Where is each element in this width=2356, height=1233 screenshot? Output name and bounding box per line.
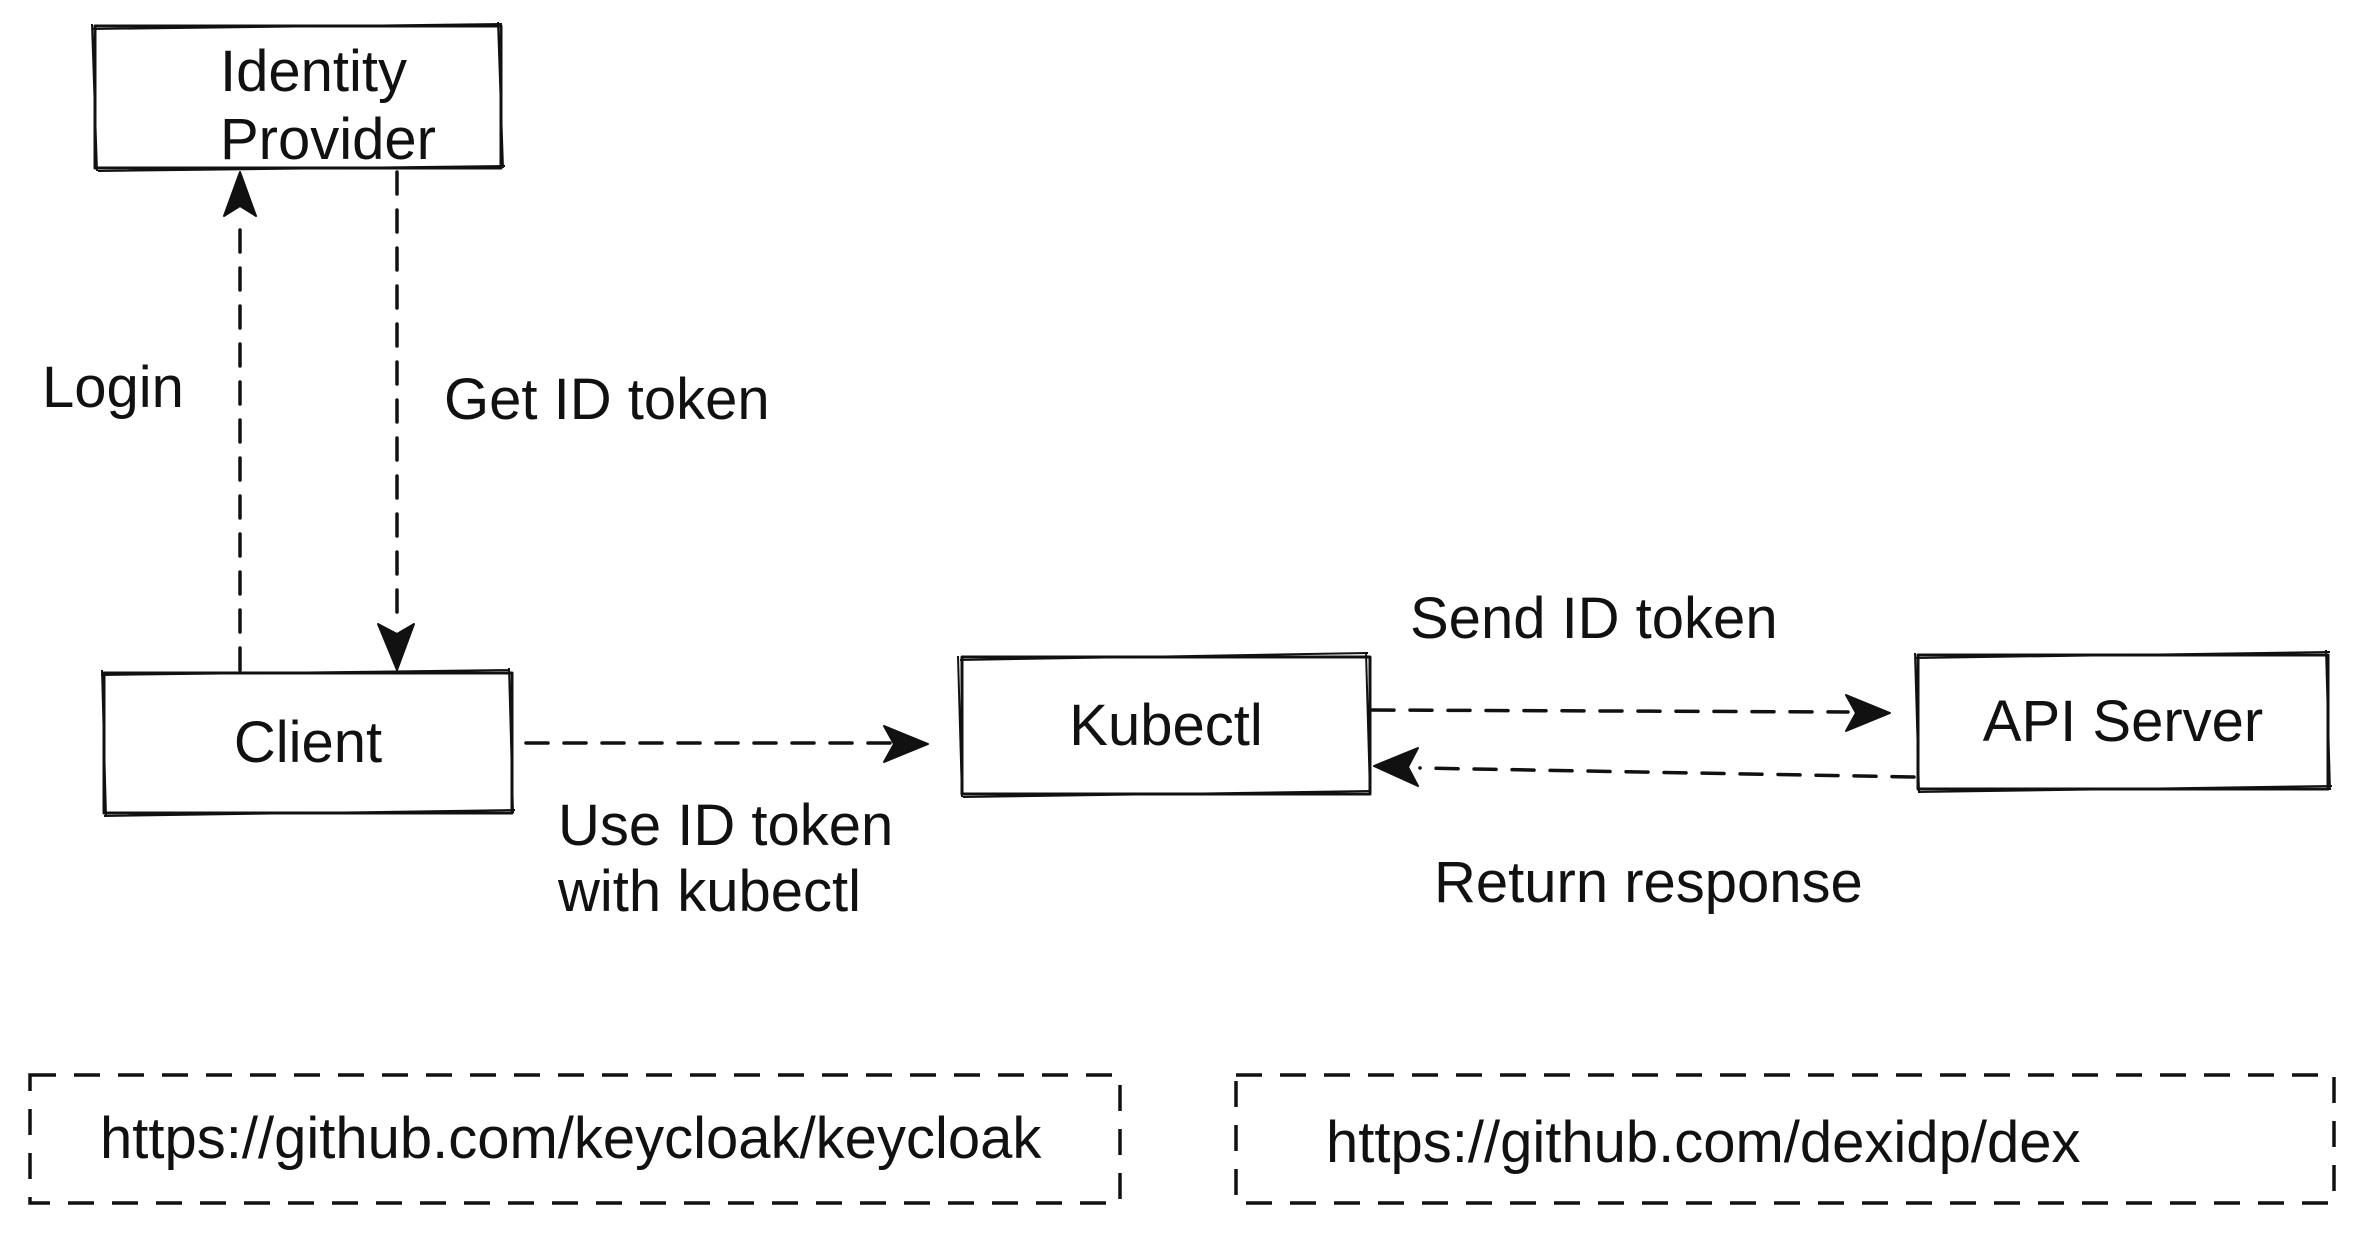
use-id-token-line2: with kubectl — [558, 859, 862, 924]
client-label: Client — [233, 710, 383, 775]
identity-provider-label: Identity Provider — [220, 38, 436, 174]
login-label: Login — [42, 355, 184, 420]
keycloak-link-box — [28, 1073, 1122, 1205]
dex-link-box — [1234, 1073, 2336, 1205]
identity-provider-line1: Identity — [220, 39, 407, 104]
api-server-label: API Server — [1982, 689, 2264, 754]
use-id-token-label: Use ID token with kubectl — [558, 793, 893, 925]
kubectl-box — [957, 651, 1372, 798]
get-id-token-arrow — [377, 170, 415, 671]
use-id-token-line1: Use ID token — [558, 793, 894, 858]
return-response-label: Return response — [1434, 850, 1863, 915]
kubectl-label: Kubectl — [1069, 692, 1263, 758]
api-server-box — [1914, 649, 2333, 793]
get-id-token-label: Get ID token — [444, 367, 770, 432]
login-arrow — [223, 171, 257, 672]
send-id-token-label: Send ID token — [1410, 586, 1778, 651]
client-box — [100, 667, 516, 817]
identity-provider-line2: Provider — [220, 107, 436, 172]
use-id-token-arrow — [524, 725, 929, 763]
send-id-token-arrow — [1370, 694, 1891, 732]
dex-link[interactable]: https://github.com/dexidp/dex — [1326, 1110, 2081, 1175]
keycloak-link[interactable]: https://github.com/keycloak/keycloak — [100, 1106, 1042, 1171]
return-response-arrow — [1373, 747, 1916, 787]
identity-provider-box — [91, 21, 506, 172]
